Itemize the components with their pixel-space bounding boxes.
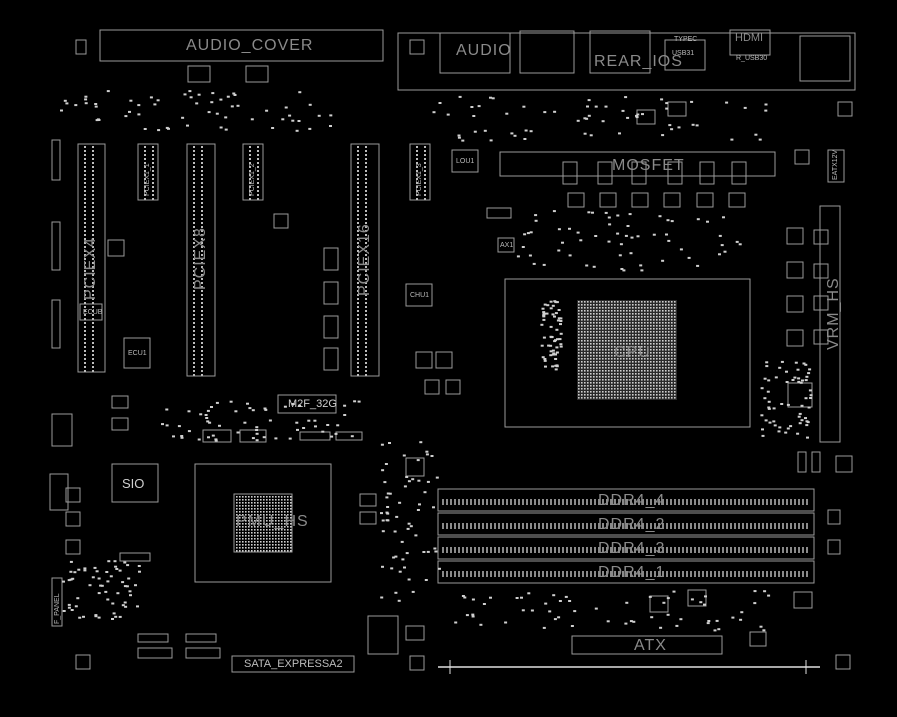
audio-cover-label: AUDIO_COVER — [186, 37, 314, 54]
m2-slot-label — [277, 394, 337, 414]
ddr4-4-slot — [437, 488, 815, 512]
ax1-label: AX1 — [500, 242, 514, 249]
audio-cover-outline — [99, 29, 384, 62]
audio-label: AUDIO — [456, 42, 512, 59]
m2f-label: M2F_32G — [288, 398, 337, 410]
sio-chip — [111, 463, 159, 503]
eatx12v-label: EATX12V — [832, 149, 839, 180]
pciex4-label: PCIEX4 — [82, 237, 99, 300]
ddr4-4-label: DDR4_4 — [598, 492, 666, 509]
usb30-block — [799, 35, 851, 82]
atx-label: ATX — [634, 637, 667, 654]
pciex1-1-slot — [137, 143, 159, 201]
usb31-block — [664, 39, 706, 71]
audio-jack-block — [439, 32, 511, 74]
usb31-label: USB31 — [672, 50, 695, 57]
f-panel-label: F_PANEL — [54, 593, 61, 624]
vrm-hs-label: VRM_HS — [825, 277, 842, 350]
pciex1-3-slot — [409, 143, 431, 201]
pciex4-slot — [77, 143, 106, 373]
ecub-chip — [79, 303, 103, 321]
mosfet-bar — [499, 151, 776, 177]
pmu-label: PMU_HS — [236, 513, 309, 530]
r-usb30-label: R_USB30 — [736, 55, 768, 62]
sio-label: SIO — [122, 476, 145, 491]
atx-connector — [571, 635, 723, 655]
lou1-chip — [451, 149, 479, 173]
ax1-chip — [497, 237, 515, 253]
ddr4-1-label: DDR4_1 — [598, 564, 666, 581]
rear-io-outline — [397, 32, 856, 91]
hdmi-block — [729, 29, 771, 56]
ddr4-2-label: DDR4_2 — [598, 516, 666, 533]
pciex1-2-label: PCIEX1_2 — [249, 163, 256, 196]
mosfet-label: MOSFET — [612, 157, 685, 174]
sata-express-connector — [231, 655, 355, 673]
chu1-label: CHU1 — [410, 292, 430, 299]
cpu-label: CPU — [614, 344, 651, 361]
lou1-label: LOU1 — [456, 158, 475, 165]
rear-usb-block — [589, 30, 651, 74]
typec-label: TYPEC — [674, 36, 698, 43]
ecub-label: ECUB — [83, 309, 103, 316]
sata-label: SATA_EXPRESSA2 — [244, 658, 343, 670]
pciex1-1-label: PCIEX1_1 — [144, 163, 151, 196]
ecu1-label: ECU1 — [128, 350, 147, 357]
ecu1-chip — [123, 337, 151, 369]
ddr4-3-slot — [437, 536, 815, 560]
ddr4-1-slot — [437, 560, 815, 584]
pciex8-label: PCIEX8 — [192, 227, 209, 290]
pciex1-2-slot — [242, 143, 264, 201]
cpu-socket-outline — [504, 278, 751, 428]
vrm-heatsink — [819, 205, 841, 443]
pciex1-3-label: PCIEX1_3 — [416, 163, 423, 196]
pmu-heatsink — [194, 463, 332, 583]
pmu-chip — [233, 493, 293, 553]
pciex16-label: PCIEX16 — [356, 223, 373, 296]
ddr4-3-label: DDR4_3 — [598, 540, 666, 557]
rear-ios-label: REAR_IOS — [594, 53, 683, 70]
chu1-chip — [405, 283, 433, 307]
ddr4-2-slot — [437, 512, 815, 536]
lan-block — [519, 30, 575, 74]
hdmi-label: HDMI — [735, 32, 764, 44]
